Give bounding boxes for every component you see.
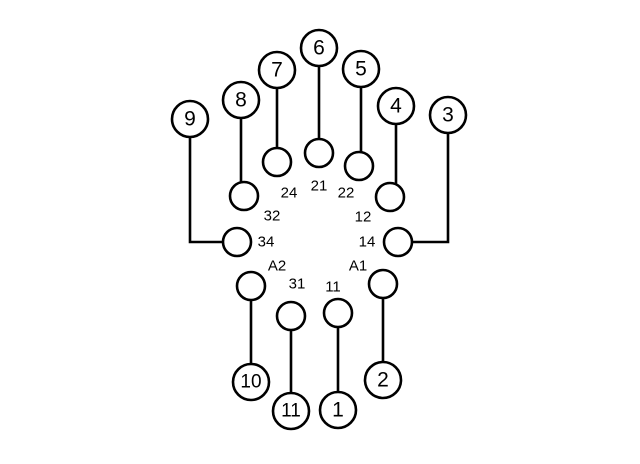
socket-pin-24	[261, 146, 293, 178]
terminal-6: 6	[299, 28, 339, 68]
terminal-number: 3	[442, 104, 454, 127]
terminal-1: 1	[318, 390, 358, 430]
terminal-circle	[341, 49, 381, 89]
pin-label-24: 24	[281, 185, 298, 202]
socket-pins	[221, 137, 414, 332]
socket-pin-a2	[235, 270, 267, 302]
socket-pin-32	[228, 180, 260, 212]
terminal-circle	[318, 390, 358, 430]
socket-pin-31	[275, 300, 307, 332]
socket-pin-22	[343, 150, 375, 182]
pin-label-14: 14	[359, 234, 376, 251]
socket-pin-a1	[367, 268, 399, 300]
wire-9	[188, 136, 223, 244]
pin-label-a2: A2	[268, 258, 286, 275]
terminal-number: 5	[355, 58, 367, 81]
terminal-10: 10	[231, 362, 271, 402]
terminal-5: 5	[341, 49, 381, 89]
pin-label-12: 12	[355, 209, 372, 226]
terminal-8: 8	[221, 80, 261, 120]
terminal-4: 4	[376, 86, 416, 126]
pin-label-11: 11	[325, 279, 341, 296]
pin-label-32: 32	[264, 208, 281, 225]
socket-pin-21	[303, 137, 335, 169]
terminal-11: 11	[271, 391, 311, 431]
terminal-number: 4	[390, 95, 402, 118]
socket-pin-34	[221, 226, 253, 258]
terminal-circle	[376, 86, 416, 126]
terminal-number: 7	[271, 59, 283, 82]
terminal-circle	[428, 95, 468, 135]
terminal-circle	[231, 362, 271, 402]
terminal-number: 9	[184, 108, 196, 131]
terminal-2: 2	[363, 360, 403, 400]
terminal-circle	[363, 360, 403, 400]
terminal-9: 9	[170, 99, 210, 139]
terminal-number: 11	[281, 401, 301, 422]
terminal-circle	[170, 99, 210, 139]
socket-pin-12	[374, 181, 406, 213]
terminal-number: 1	[332, 399, 344, 422]
terminal-circle	[257, 50, 297, 90]
pin-label-34: 34	[258, 234, 275, 251]
terminal-3: 3	[428, 95, 468, 135]
pin-label-31: 31	[289, 276, 306, 293]
pin-label-a1: A1	[349, 258, 367, 275]
terminal-number: 8	[235, 89, 247, 112]
terminal-circle	[271, 391, 311, 431]
wire-3	[412, 131, 450, 244]
socket-pin-labels: 11 A1 14 12 22 21 24 32 34 A2 31	[258, 178, 376, 296]
terminal-number: 10	[240, 372, 261, 393]
terminal-number: 6	[313, 37, 325, 60]
pin-label-22: 22	[338, 185, 355, 202]
terminal-circle	[221, 80, 261, 120]
terminal-number: 2	[377, 369, 389, 392]
socket-pin-11	[322, 297, 354, 329]
wires	[188, 66, 450, 395]
pin-label-21: 21	[311, 178, 328, 195]
socket-pin-14	[382, 226, 414, 258]
terminal-circle	[299, 28, 339, 68]
terminals: 1 2 3 4 5 6 7 8	[170, 28, 468, 431]
terminal-7: 7	[257, 50, 297, 90]
